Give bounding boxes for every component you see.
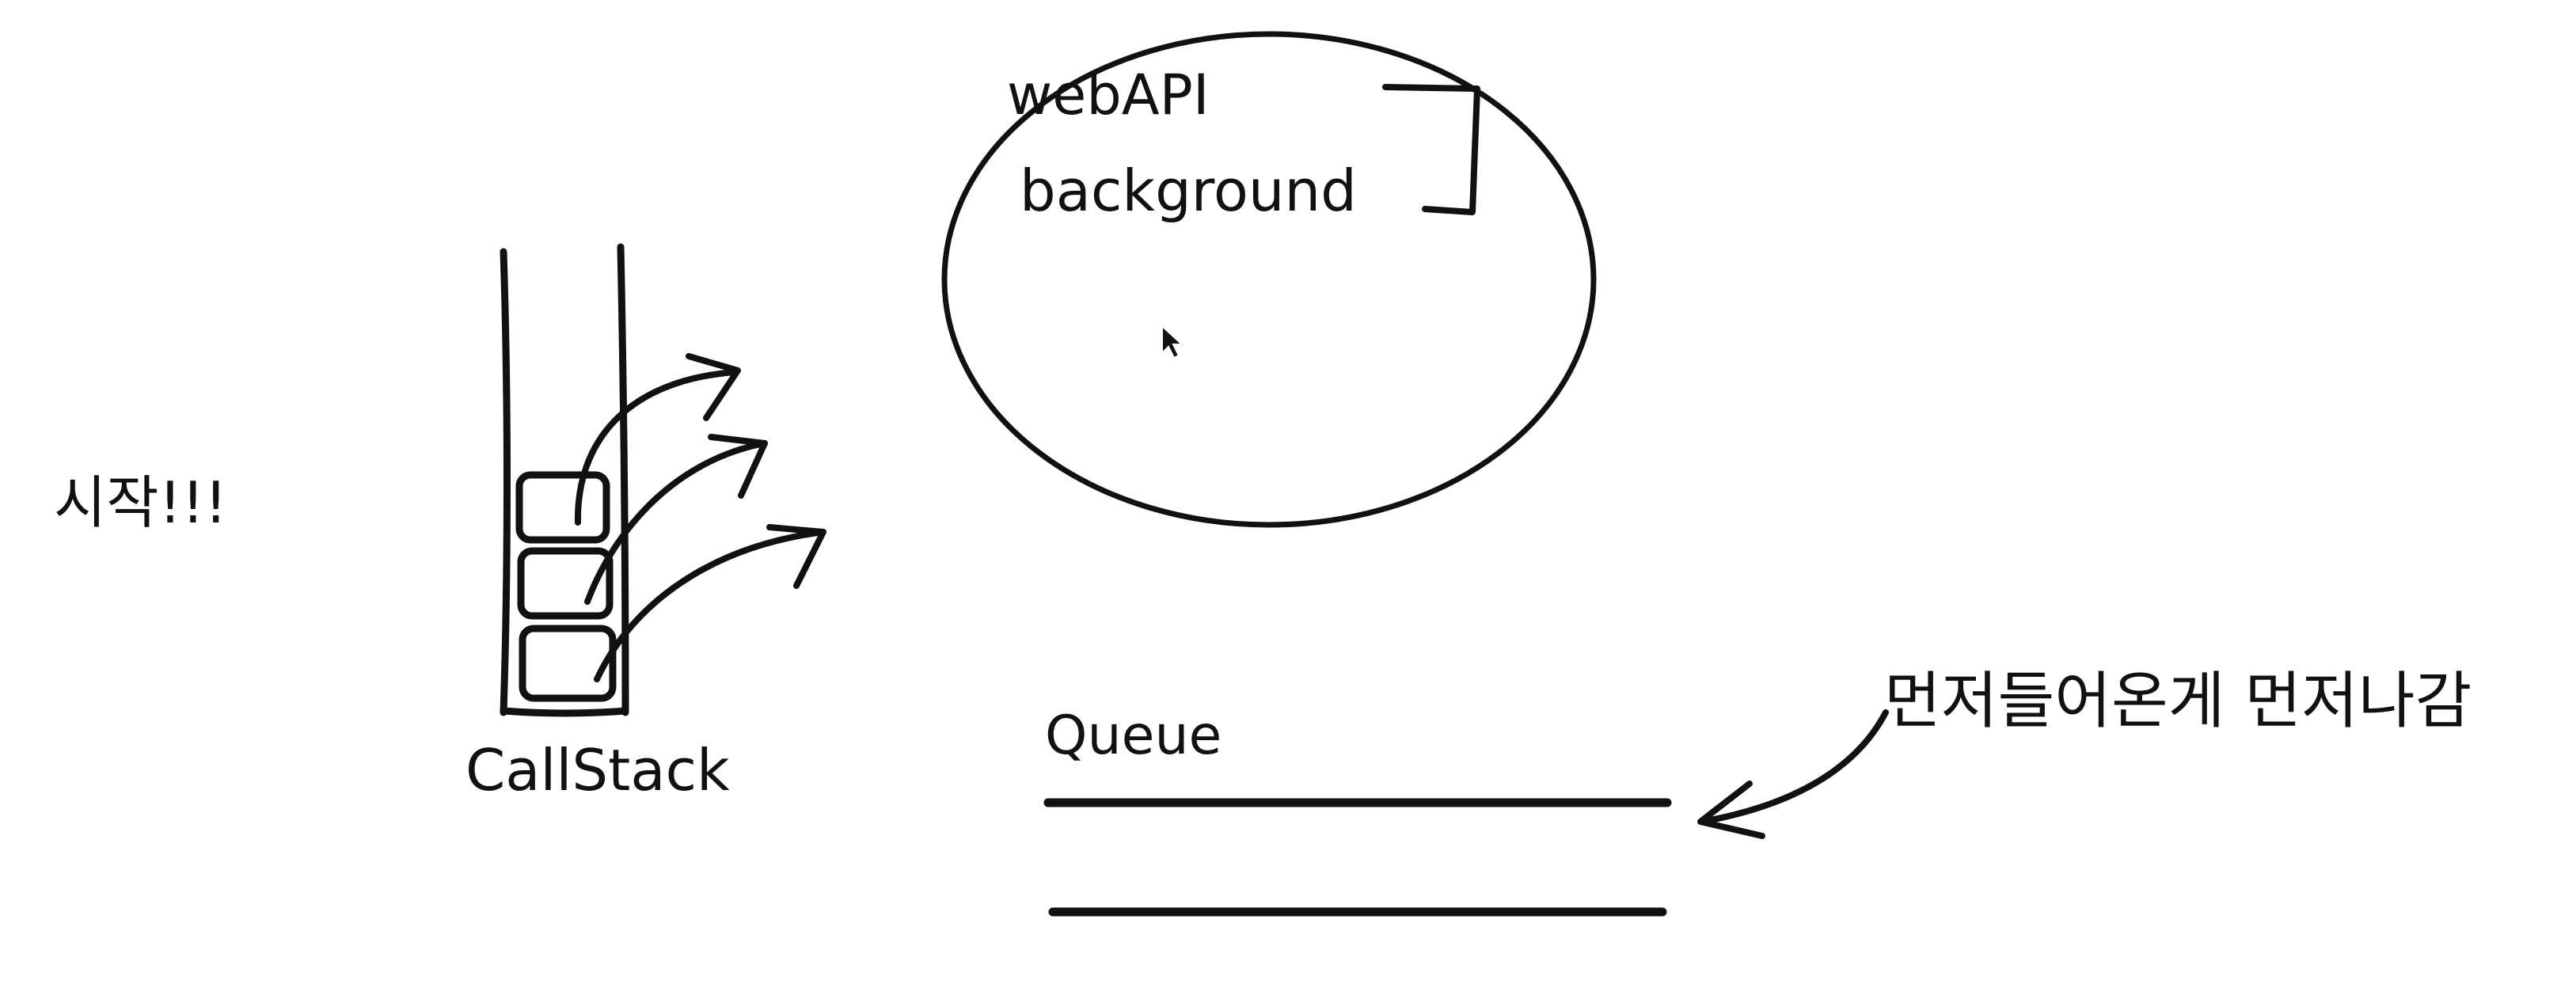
stack-frame	[519, 625, 617, 702]
arrow-head	[1697, 781, 1765, 839]
fifo-note: 먼저들어온게 먼저나감	[1884, 666, 2472, 737]
start-label: 시작!!!	[54, 469, 227, 536]
queue-label: Queue	[1045, 705, 1222, 767]
callstack-right-wall	[617, 243, 629, 716]
callstack-bottom	[500, 707, 629, 717]
arrow-shaft	[584, 440, 768, 605]
cursor-icon	[1161, 324, 1184, 359]
arrow-head	[766, 524, 826, 589]
arrow-shaft	[574, 369, 739, 526]
callstack-label: CallStack	[465, 737, 730, 803]
fifo-arrow	[1697, 709, 1889, 839]
arrow-shaft	[594, 529, 826, 682]
arrow-shaft	[1699, 709, 1889, 825]
callstack	[500, 243, 629, 717]
webapi-label: webAPI	[1007, 63, 1210, 127]
arrow-head	[686, 353, 741, 421]
stack-frame	[515, 471, 610, 544]
stack-to-webapi-arrows	[574, 353, 826, 682]
arrow-head	[708, 434, 768, 499]
label-bracket	[1382, 84, 1480, 215]
webapi-ellipse	[941, 31, 1597, 528]
callstack-left-wall	[500, 248, 511, 716]
stack-frame	[517, 547, 614, 620]
background-label: background	[1020, 158, 1357, 224]
